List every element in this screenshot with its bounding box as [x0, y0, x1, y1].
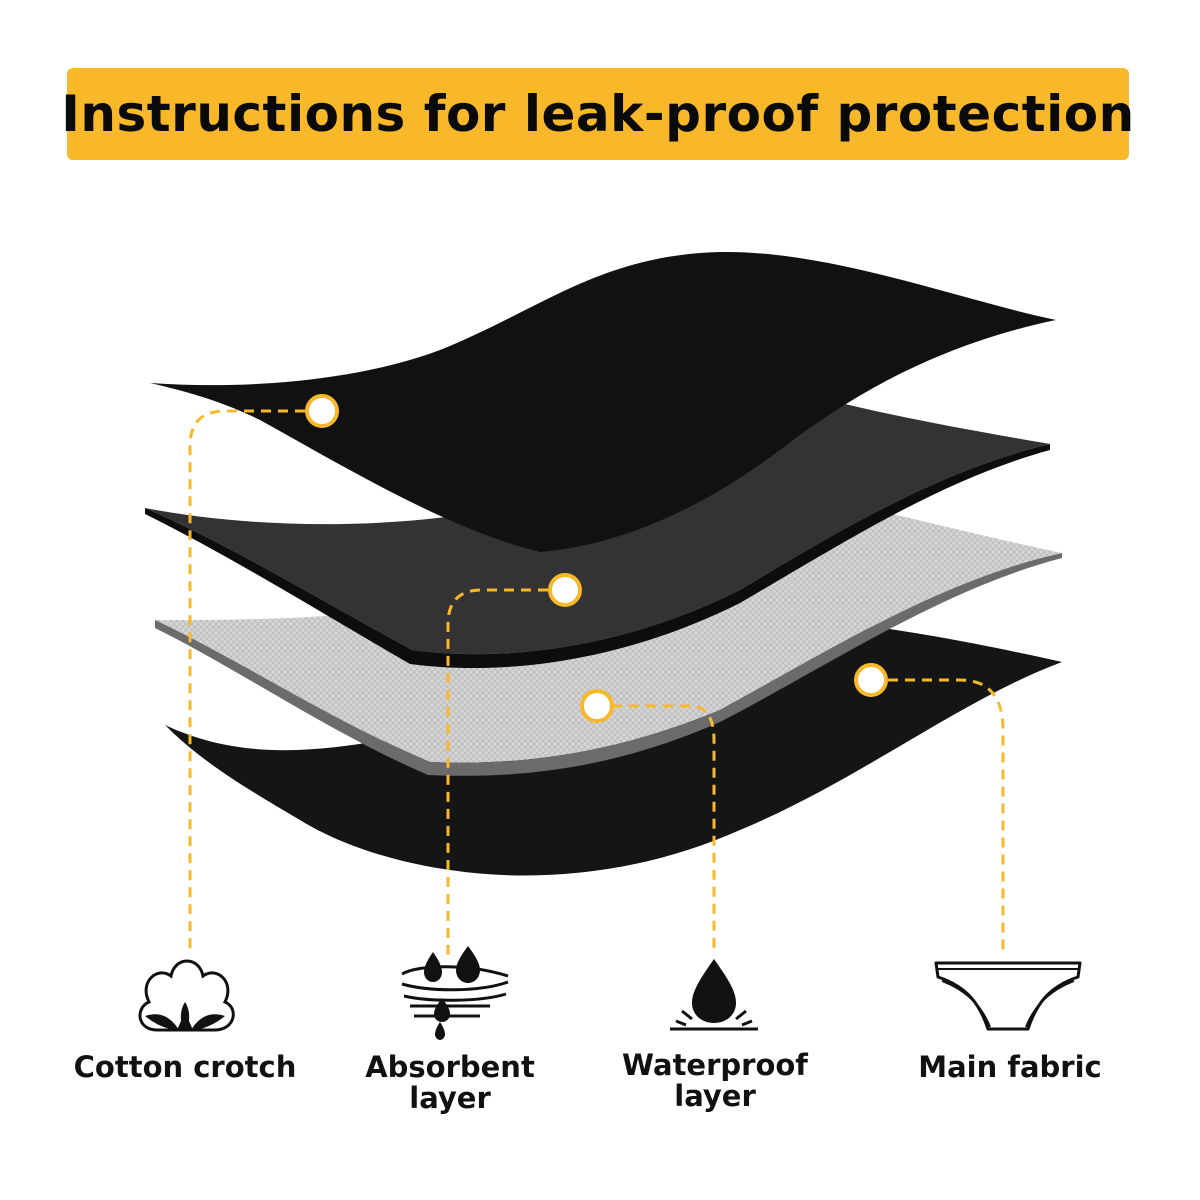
label-absorbent-layer: Absorbent layer — [365, 1050, 535, 1115]
label-waterproof-layer: Waterproof layer — [622, 1048, 808, 1113]
label-cotton-crotch: Cotton crotch — [73, 1050, 297, 1084]
title-banner: Instructions for leak-proof protection — [61, 68, 1134, 160]
connector-cotton — [188, 409, 305, 955]
marker-cotton — [305, 394, 339, 428]
connector-absorbent — [446, 588, 548, 955]
marker-absorbent — [548, 573, 582, 607]
panties-icon — [934, 961, 1082, 1031]
water-drop-splash-icon — [670, 959, 758, 1031]
cotton-sheet — [150, 251, 1056, 552]
connector-waterproof — [612, 704, 716, 955]
label-main-fabric: Main fabric — [918, 1050, 1102, 1084]
page-title: Instructions for leak-proof protection — [61, 85, 1135, 143]
marker-waterproof — [580, 689, 614, 723]
connector-main — [888, 678, 1005, 955]
cotton-flower-icon — [138, 959, 235, 1032]
marker-main — [854, 663, 888, 697]
absorbent-drops-icon — [401, 946, 509, 1040]
